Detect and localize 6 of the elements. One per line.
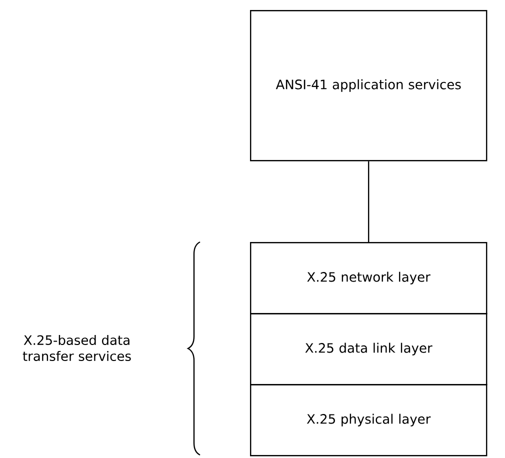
layer-box: X.25 data link layer [250, 313, 488, 386]
bracket-label: X.25-based data transfer services [22, 334, 131, 362]
layer-box: X.25 network layer [250, 242, 488, 314]
layer-box: X.25 physical layer [250, 384, 488, 456]
connector-line [368, 161, 370, 242]
service-box: ANSI-41 application services [250, 10, 488, 162]
